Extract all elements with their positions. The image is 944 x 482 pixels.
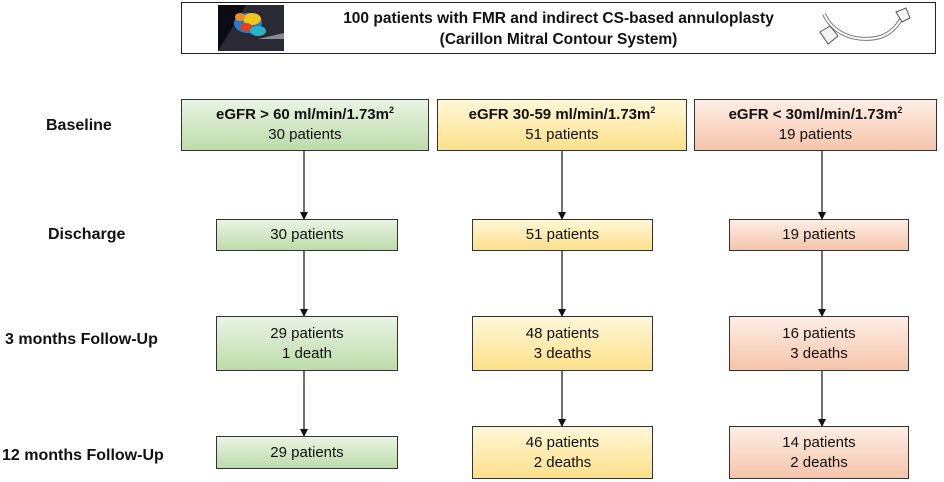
g3-12m-patients: 14 patients — [782, 433, 856, 451]
row-label-discharge: Discharge — [48, 226, 126, 243]
g2-12m-box: 46 patients 2 deaths — [472, 426, 653, 479]
g3-12m-box: 14 patients 2 deaths — [729, 426, 909, 479]
header-line-1: 100 patients with FMR and indirect CS-ba… — [343, 10, 774, 27]
g1-discharge-box: 30 patients — [216, 219, 398, 251]
g3-3m-deaths: 3 deaths — [790, 344, 848, 362]
g2-12m-deaths: 2 deaths — [533, 453, 592, 471]
g3-discharge-box: 19 patients — [729, 219, 909, 251]
g1-discharge-count: 30 patients — [270, 226, 344, 243]
row-label-baseline: Baseline — [46, 117, 112, 134]
g2-baseline-box: eGFR 30-59 ml/min/1.73m2 51 patients — [437, 99, 687, 151]
g1-3m-box: 29 patients 1 death — [216, 316, 398, 371]
g1-12m-patients: 29 patients — [270, 443, 344, 461]
echocardiography-image — [218, 5, 284, 51]
g3-discharge-count: 19 patients — [782, 226, 856, 243]
g1-3m-deaths: 1 death — [281, 344, 333, 362]
row-label-12-months: 12 months Follow-Up — [2, 447, 164, 464]
g2-title: eGFR 30-59 ml/min/1.73m2 — [468, 105, 656, 124]
g1-baseline-count: 30 patients — [268, 126, 342, 143]
study-header-box: 100 patients with FMR and indirect CS-ba… — [181, 2, 936, 54]
g2-discharge-count: 51 patients — [525, 226, 600, 243]
g1-3m-patients: 29 patients — [270, 324, 344, 342]
carillon-device-image — [818, 6, 912, 50]
g1-title: eGFR > 60 ml/min/1.73m2 — [215, 105, 394, 124]
header-title: 100 patients with FMR and indirect CS-ba… — [182, 8, 935, 50]
g3-3m-patients: 16 patients — [782, 324, 856, 342]
row-label-3-months: 3 months Follow-Up — [5, 331, 158, 348]
header-line-2: (Carillon Mitral Contour System) — [439, 31, 678, 48]
g3-baseline-count: 19 patients — [778, 126, 853, 143]
g3-3m-box: 16 patients 3 deaths — [729, 316, 909, 371]
g2-3m-box: 48 patients 3 deaths — [472, 316, 653, 371]
g1-baseline-box: eGFR > 60 ml/min/1.73m2 30 patients — [181, 99, 429, 151]
g2-discharge-box: 51 patients — [472, 219, 653, 251]
g1-12m-box: 29 patients — [216, 436, 398, 469]
g2-3m-deaths: 3 deaths — [533, 344, 592, 362]
g2-baseline-count: 51 patients — [525, 126, 599, 143]
g2-12m-patients: 46 patients — [525, 433, 600, 451]
g3-baseline-box: eGFR < 30ml/min/1.73m2 19 patients — [694, 99, 937, 151]
g3-12m-deaths: 2 deaths — [790, 453, 848, 471]
g3-title: eGFR < 30ml/min/1.73m2 — [728, 105, 903, 124]
g2-3m-patients: 48 patients — [525, 324, 600, 342]
